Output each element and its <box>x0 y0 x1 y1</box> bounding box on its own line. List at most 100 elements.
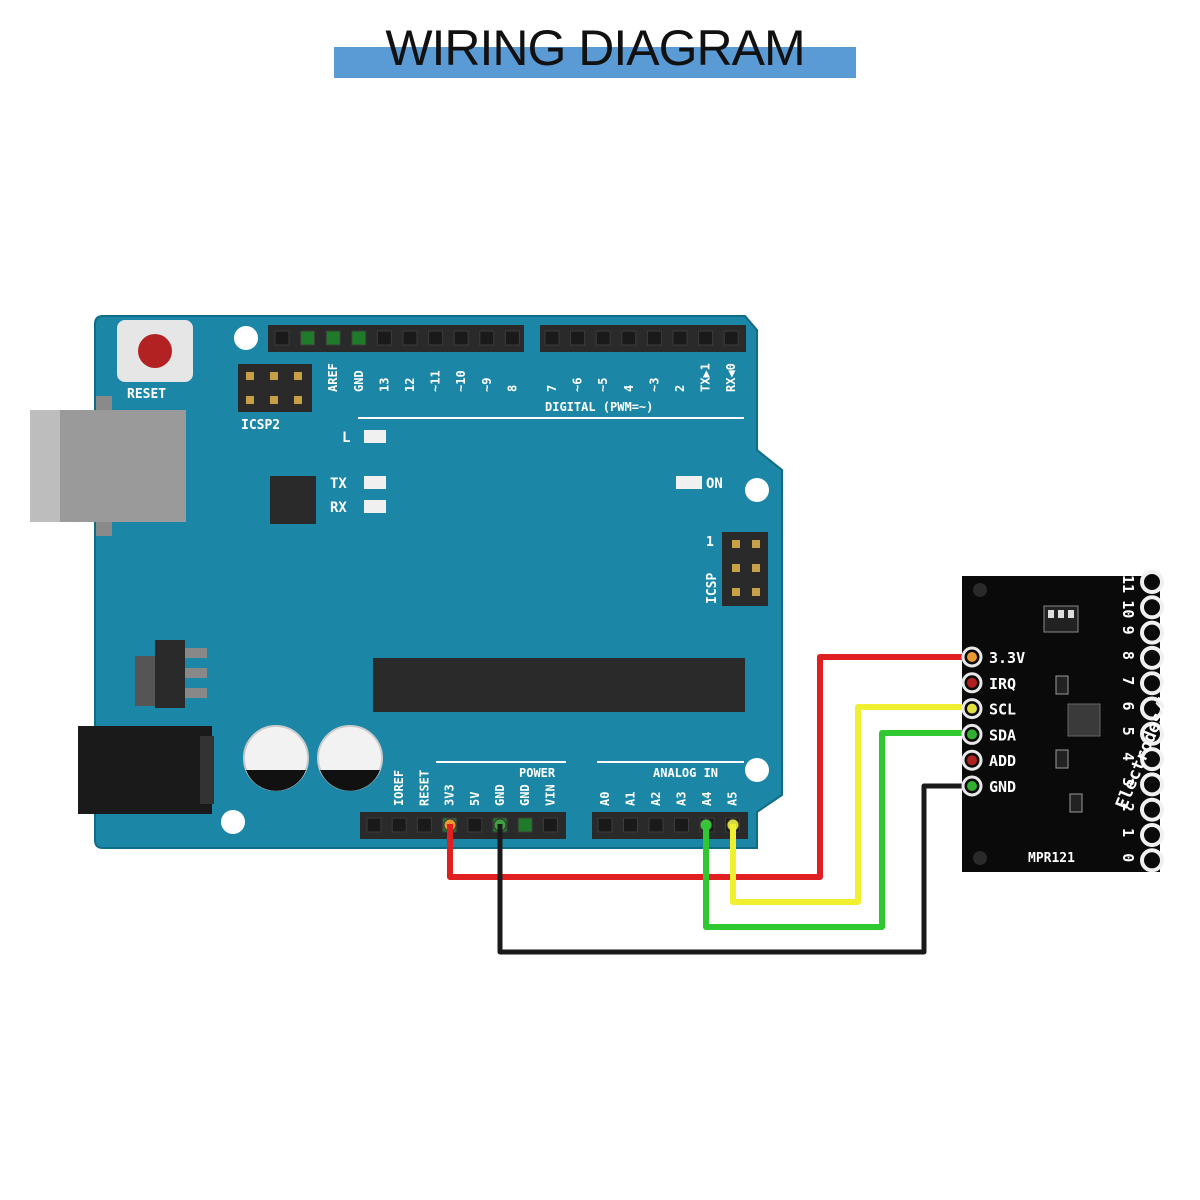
digital-pin-socket[interactable] <box>300 330 316 346</box>
digital-pin-socket[interactable] <box>621 330 637 346</box>
mpr121-pin-label: ADD <box>989 752 1016 770</box>
digital-pin-socket[interactable] <box>646 330 662 346</box>
digital-pin-socket[interactable] <box>672 330 688 346</box>
power-pin-socket[interactable] <box>467 817 483 833</box>
electrode-pin-label: 8 <box>1119 651 1137 660</box>
analog-header <box>592 812 748 839</box>
mpr121-pin-marker <box>967 703 977 714</box>
digital-pin-sockets <box>274 330 739 346</box>
electrode-pin-label: 0 <box>1119 853 1137 862</box>
digital-pin-socket[interactable] <box>428 330 444 346</box>
digital-pin-socket[interactable] <box>723 330 739 346</box>
mounting-hole <box>234 326 258 350</box>
power-pin-socket[interactable] <box>542 817 558 833</box>
led-l-label: L <box>342 430 350 446</box>
electrode-pin-label: 7 <box>1119 676 1137 685</box>
analog-pin-socket[interactable] <box>648 817 664 833</box>
digital-pin-socket[interactable] <box>402 330 418 346</box>
analog-pin-label: A5 <box>726 792 740 806</box>
power-pin-label: 5V <box>468 792 482 806</box>
power-label: POWER <box>519 766 556 780</box>
mounting-hole <box>221 810 245 834</box>
analog-pin-socket[interactable] <box>597 817 613 833</box>
power-pin-socket[interactable] <box>391 817 407 833</box>
analog-pin-label: A0 <box>598 792 612 806</box>
mpr121-chip <box>1067 703 1101 737</box>
digital-pin-socket[interactable] <box>570 330 586 346</box>
analog-pin-socket[interactable] <box>674 817 689 833</box>
digital-pin-label: ~6 <box>571 378 585 392</box>
electrode-pin[interactable] <box>1140 570 1164 594</box>
digital-pin-label: TX▶1 <box>699 363 713 392</box>
electrode-pin-label: 1 <box>1119 828 1137 837</box>
usb-interface-chip <box>270 476 316 524</box>
microcontroller-chip <box>373 658 745 712</box>
electrode-pin[interactable] <box>1140 671 1164 696</box>
electrode-pin[interactable] <box>1140 620 1164 645</box>
digital-pin-label: 13 <box>377 378 391 392</box>
digital-pin-label: ~3 <box>647 378 661 392</box>
electrode-pin[interactable] <box>1140 823 1164 847</box>
mpr121-pin-marker <box>967 729 977 740</box>
board-outline <box>94 315 783 849</box>
digital-pin-label: ~5 <box>596 378 610 392</box>
power-pin-socket[interactable] <box>517 817 533 833</box>
digital-pin-socket[interactable] <box>595 330 611 346</box>
led-tx-label: TX <box>330 476 347 492</box>
power-pin-socket[interactable] <box>366 817 382 833</box>
digital-pin-socket[interactable] <box>325 330 341 346</box>
capacitor <box>243 725 309 791</box>
diagram-title: WIRING DIAGRAM <box>385 20 805 76</box>
mpr121-outline <box>962 576 1160 872</box>
capacitor <box>317 725 383 791</box>
analog-pin-socket[interactable] <box>623 817 638 833</box>
icsp2-header <box>238 364 312 412</box>
led-rx <box>364 500 386 513</box>
digital-pin-socket[interactable] <box>504 330 520 346</box>
digital-pin-label: 4 <box>622 385 636 392</box>
power-pin-label: IOREF <box>392 770 406 806</box>
electrode-pin[interactable] <box>1140 747 1164 772</box>
digital-pin-label: AREF <box>326 363 340 392</box>
power-pin-socket[interactable] <box>416 817 432 833</box>
electrode-pin-label: 10 <box>1119 600 1137 618</box>
reset-button[interactable] <box>117 320 193 382</box>
voltage-regulator <box>135 640 207 708</box>
digital-pin-socket[interactable] <box>544 330 560 346</box>
electrode-pin-label: 6 <box>1119 702 1137 711</box>
analog-pin-label: A1 <box>624 792 638 806</box>
digital-pin-socket[interactable] <box>698 330 714 346</box>
digital-pin-label: 8 <box>505 385 519 392</box>
electrode-pin[interactable] <box>1140 595 1164 620</box>
resistor-array <box>1043 605 1079 633</box>
mpr121-pin-column <box>961 646 983 797</box>
digital-pin-socket[interactable] <box>376 330 392 346</box>
wire-gnd <box>497 783 970 955</box>
mpr121-pin-label: GND <box>989 778 1016 796</box>
electrode-pin[interactable] <box>1140 721 1164 746</box>
bottom-pin-sockets <box>366 817 740 833</box>
digital-pin-socket[interactable] <box>351 330 367 346</box>
digital-pin-socket[interactable] <box>274 330 290 346</box>
electrode-pin-label: 11 <box>1119 575 1137 593</box>
electrode-pin[interactable] <box>1140 645 1164 670</box>
digital-pin-label: ~9 <box>480 378 494 392</box>
smd-component <box>1055 675 1069 695</box>
digital-pin-label: 2 <box>673 385 687 392</box>
electrode-pin[interactable] <box>1140 696 1164 721</box>
electrode-pin[interactable] <box>1140 848 1164 873</box>
analog-pin-label: A2 <box>649 792 663 806</box>
electrode-pin-label: 9 <box>1119 626 1137 635</box>
electrode-pin[interactable] <box>1140 772 1164 797</box>
led-on <box>676 476 702 489</box>
digital-pin-socket[interactable] <box>453 330 469 346</box>
reset-label: RESET <box>127 387 166 402</box>
electrode-pin[interactable] <box>1140 797 1164 822</box>
led-rx-label: RX <box>330 500 347 516</box>
mpr121-pin-label: SDA <box>989 726 1016 744</box>
digital-pin-socket[interactable] <box>479 330 495 346</box>
